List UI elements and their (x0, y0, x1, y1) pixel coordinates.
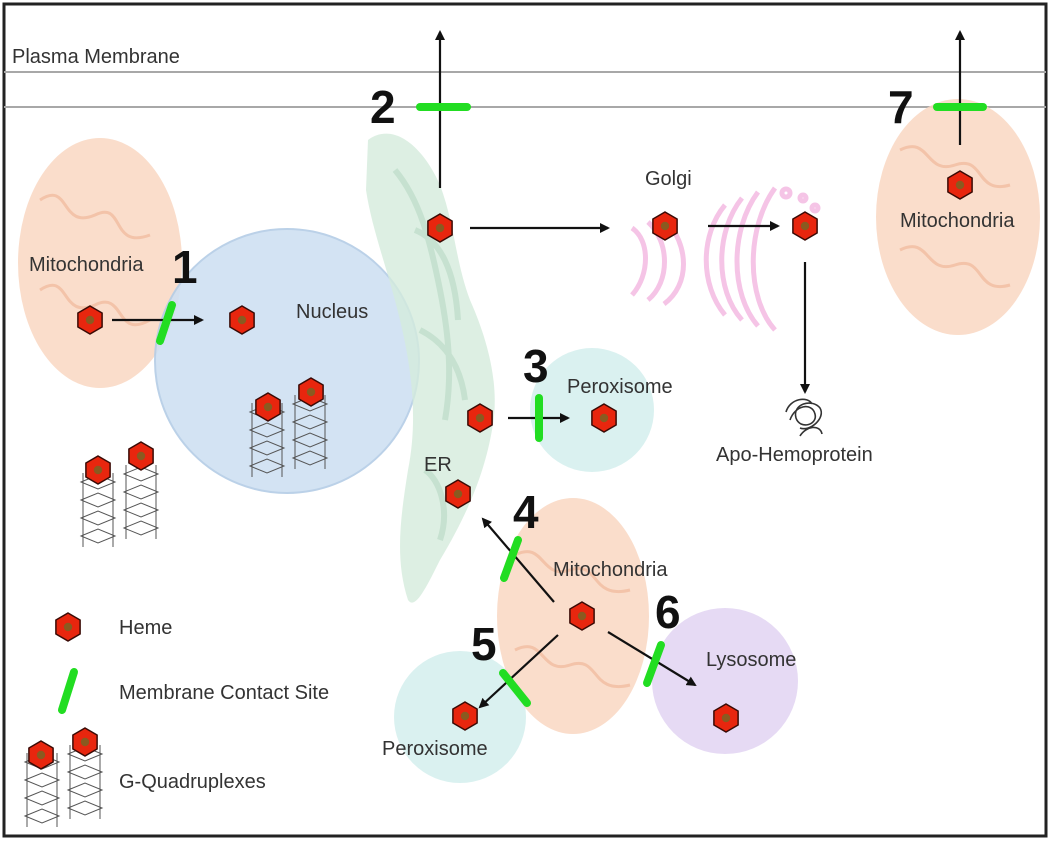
heme-golgi-2 (792, 211, 818, 241)
heme-lysosome (713, 703, 739, 733)
gq-cytosol-1 (79, 473, 117, 547)
legend-contact-site-label: Membrane Contact Site (119, 682, 329, 704)
nucleus-label: Nucleus (296, 301, 368, 323)
arrow-route-6 (607, 631, 697, 687)
legend-g-quadruplexes-label: G-Quadruplexes (119, 771, 266, 793)
heme-legend-gq-1 (28, 740, 54, 770)
heme-peroxisome-top (591, 403, 617, 433)
lysosome-label: Lysosome (706, 649, 796, 671)
mitochondrion-right (876, 99, 1040, 335)
heme-nucleus (229, 305, 255, 335)
arrow-route-5 (478, 634, 559, 709)
er-label: ER (424, 454, 452, 476)
legend-heme-symbol (55, 612, 81, 642)
route-number-2: 2 (370, 81, 396, 133)
lysosome (652, 608, 798, 754)
route-number-3: 3 (523, 340, 549, 392)
plasma-membrane-label: Plasma Membrane (12, 46, 180, 68)
heme-gq-nucleus-1 (255, 392, 281, 422)
mitochondrion-left (18, 138, 182, 388)
heme-peroxisome-bottom (452, 701, 478, 731)
mitochondria-left-label: Mitochondria (29, 254, 144, 276)
contact-site-1 (156, 301, 176, 345)
heme-mito-left (77, 305, 103, 335)
apo-hemoprotein-icon (785, 398, 823, 437)
heme-er-mid (467, 403, 493, 433)
peroxisome-top-label: Peroxisome (567, 376, 673, 398)
legend-contact-site-symbol (58, 668, 78, 714)
heme-gq-cytosol-2 (128, 441, 154, 471)
heme-golgi-1 (652, 211, 678, 241)
heme-mito-center (569, 601, 595, 631)
heme-layer (28, 170, 973, 770)
apo-hemoprotein-label: Apo-Hemoprotein (716, 444, 873, 466)
gq-nucleus-2 (291, 395, 329, 469)
heme-er-top (427, 213, 453, 243)
contact-site-5 (499, 669, 531, 707)
heme-legend-gq-2 (72, 727, 98, 757)
mitochondria-right-label: Mitochondria (900, 210, 1015, 232)
route-number-4: 4 (513, 486, 539, 538)
route-number-5: 5 (471, 618, 497, 670)
heme-gq-nucleus-2 (298, 377, 324, 407)
golgi-apparatus (630, 186, 821, 332)
golgi-label: Golgi (645, 168, 692, 190)
route-number-1: 1 (172, 241, 198, 293)
route-number-6: 6 (655, 586, 681, 638)
heme-er-lower (445, 479, 471, 509)
gq-cytosol-2 (122, 465, 160, 539)
mitochondria-center-label: Mitochondria (553, 559, 668, 581)
contact-site-6 (643, 641, 665, 687)
peroxisome-top (530, 348, 654, 472)
arrow-route-4 (481, 517, 555, 603)
heme-mito-right (947, 170, 973, 200)
contact-site-4 (500, 536, 522, 582)
g-quadruplex-layer (23, 395, 329, 827)
route-number-7: 7 (888, 81, 914, 133)
legend-gq-1 (23, 753, 61, 827)
legend-heme-label: Heme (119, 617, 172, 639)
peroxisome-bottom-label: Peroxisome (382, 738, 488, 760)
heme-gq-cytosol-1 (85, 455, 111, 485)
